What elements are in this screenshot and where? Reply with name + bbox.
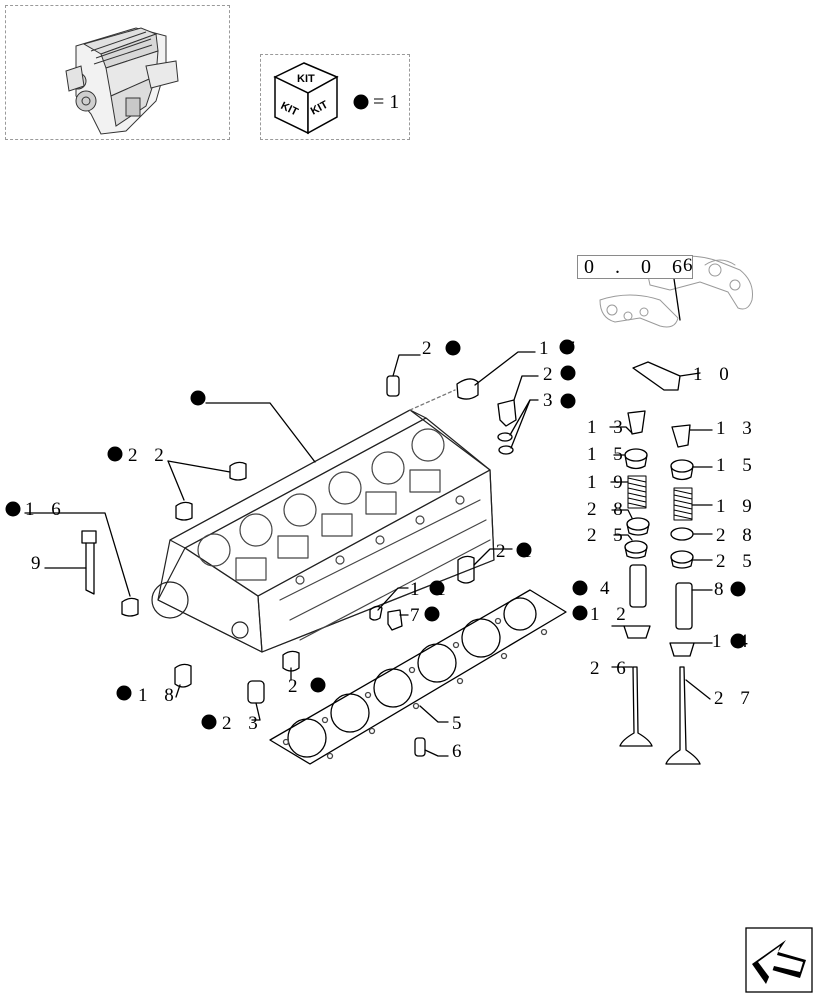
- label-27: 2 7: [714, 688, 756, 709]
- label-3: 3: [543, 390, 559, 411]
- label-13-left: 1 3: [587, 417, 629, 438]
- label-21: 2 1: [496, 541, 538, 562]
- label-15-left: 1 5: [587, 444, 629, 465]
- label-10: 1 0: [693, 364, 735, 385]
- label-18: 1 8: [138, 685, 180, 706]
- label-9: 9: [31, 553, 47, 574]
- label-25-left: 2 5: [587, 525, 629, 546]
- label-7: 7: [410, 605, 426, 626]
- engine-thumbnail-frame[interactable]: [5, 5, 230, 140]
- label-19-left: 1 9: [587, 472, 629, 493]
- svg-text:KIT: KIT: [297, 73, 315, 85]
- label-16: 1 6: [25, 499, 67, 520]
- kit-dots: [5, 339, 746, 730]
- label-5: 5: [452, 713, 468, 734]
- label-13-right: 1 3: [716, 418, 758, 439]
- label-4: 4: [600, 578, 616, 599]
- label-14: 1 4: [712, 631, 754, 652]
- kit-dot-icon: [353, 94, 369, 110]
- reference-page[interactable]: 6: [683, 255, 699, 276]
- label-26: 2 6: [590, 658, 632, 679]
- cylinder-head-block: [151, 409, 495, 653]
- engine-thumbnail-icon: [65, 27, 179, 135]
- kit-legend-frame: KIT KIT KIT = 1: [260, 54, 410, 140]
- label-2: 2: [543, 364, 559, 385]
- label-6: 6: [452, 741, 468, 762]
- kit-box-icon: KIT KIT KIT: [273, 62, 369, 135]
- label-12: 1 2: [590, 604, 632, 625]
- next-page-arrow-icon: [745, 927, 813, 993]
- label-15-right: 1 5: [716, 455, 758, 476]
- head-gasket: [269, 589, 567, 765]
- label-28-right: 2 8: [716, 525, 758, 546]
- label-11: 1 1: [410, 579, 452, 600]
- label-20: 2 0: [288, 676, 330, 697]
- kit-quantity: = 1: [373, 91, 400, 113]
- label-8: 8: [714, 579, 730, 600]
- label-25-right: 2 5: [716, 551, 758, 572]
- label-24: 2 4: [422, 338, 464, 359]
- label-22: 2 2: [128, 445, 170, 466]
- label-19-right: 1 9: [716, 496, 758, 517]
- reference-code[interactable]: 0 . 0 6: [577, 255, 693, 279]
- label-28-left: 2 8: [587, 499, 629, 520]
- label-17: 1 7: [539, 338, 581, 359]
- label-23: 2 3: [222, 713, 264, 734]
